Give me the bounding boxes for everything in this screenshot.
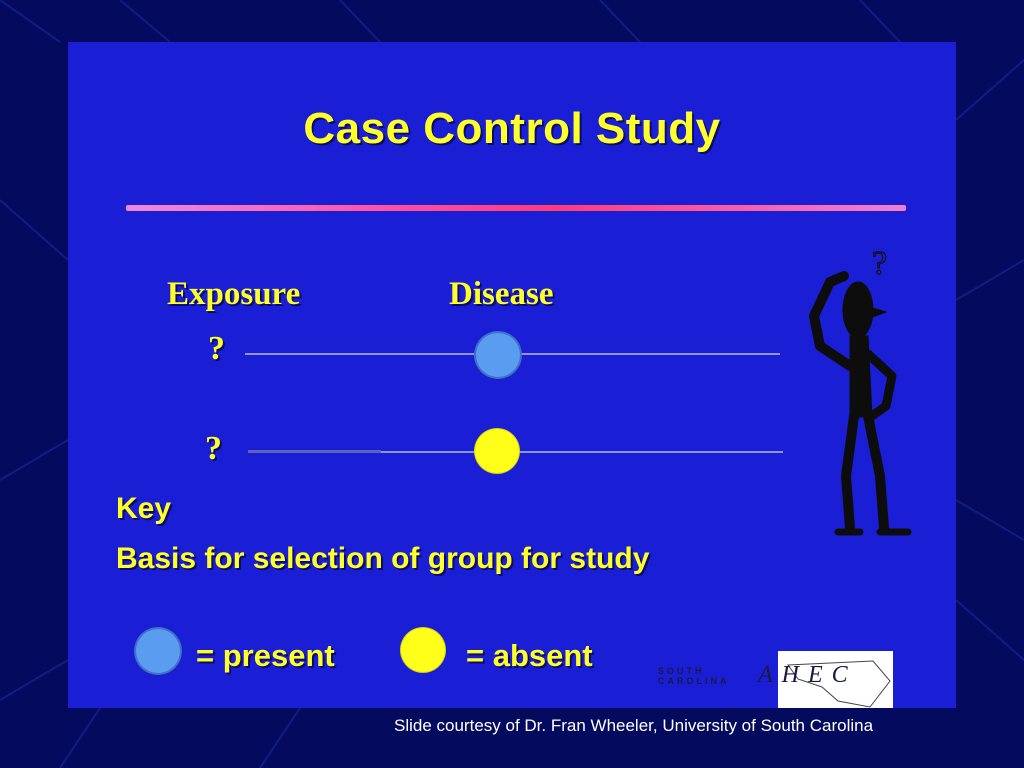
legend-absent-dot bbox=[401, 628, 445, 672]
row-1-disease-present-dot bbox=[476, 333, 520, 377]
key-description: Basis for selection of group for study bbox=[116, 542, 650, 575]
ahec-logo-box bbox=[778, 651, 893, 708]
row-2-timeline bbox=[381, 451, 783, 453]
row-1-exposure-question: ? bbox=[208, 330, 225, 367]
row-2-exposure-question: ? bbox=[205, 430, 222, 467]
slide-panel bbox=[68, 42, 956, 708]
logo-letters: AHEC bbox=[758, 662, 857, 688]
south-carolina-outline-icon bbox=[787, 660, 891, 708]
slide-title: Case Control Study bbox=[303, 104, 721, 153]
disease-heading: Disease bbox=[449, 276, 554, 312]
logo-state-line1: SOUTH bbox=[658, 666, 705, 676]
logo-state-text: SOUTH CAROLINA bbox=[658, 666, 730, 686]
slide-credit: Slide courtesy of Dr. Fran Wheeler, Univ… bbox=[394, 716, 874, 735]
legend-present-label: = present bbox=[196, 638, 335, 673]
exposure-heading: Exposure bbox=[167, 276, 301, 312]
confused-stick-figure-icon: ? bbox=[809, 244, 912, 536]
title-divider bbox=[126, 205, 906, 211]
key-heading: Key bbox=[116, 492, 172, 525]
legend-absent-label: = absent bbox=[466, 638, 593, 673]
figure-question-mark: ? bbox=[872, 245, 887, 282]
logo-state-line2: CAROLINA bbox=[658, 676, 730, 686]
row-2-disease-absent-dot bbox=[475, 429, 519, 473]
legend-present-dot bbox=[136, 629, 180, 673]
row-2-timeline-exposure-segment bbox=[248, 450, 381, 453]
